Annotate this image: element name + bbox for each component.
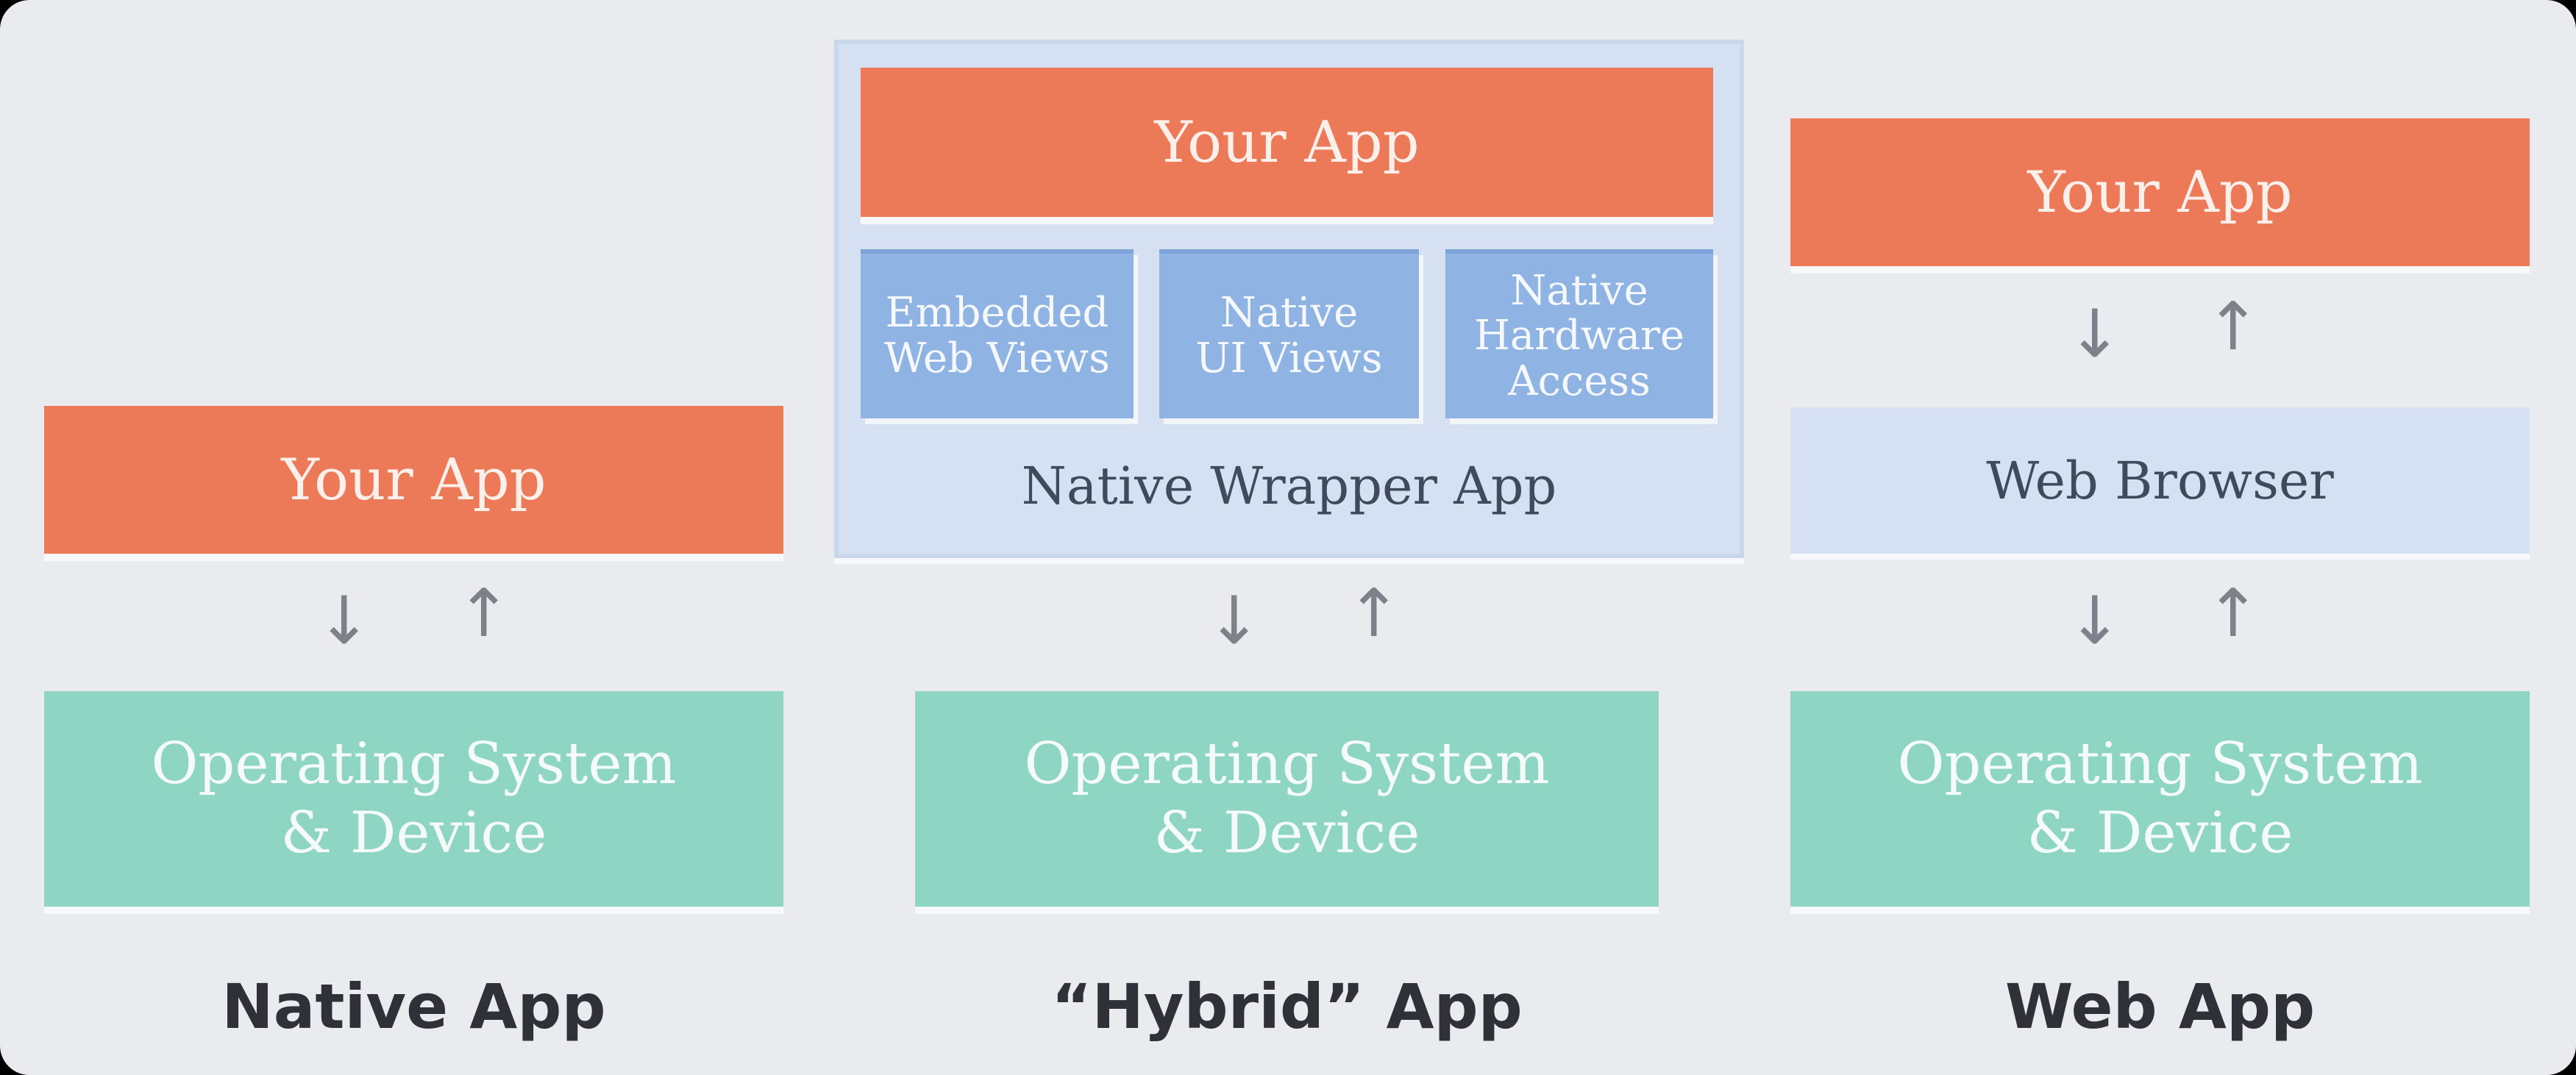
hybrid-os-line1: Operating System [1024,730,1550,797]
native-os-line2: & Device [280,799,547,866]
web-down-arrow-icon: ↓ [2067,296,2123,373]
web-your-app-box: Your App [1790,118,2530,266]
hybrid-os-line2: & Device [1153,799,1420,866]
component-line: Native [1220,289,1359,338]
component-line: Hardware [1473,312,1685,360]
web-app-title: Web App [2004,971,2316,1043]
component-line: Embedded [885,289,1109,338]
native-wrapper-app-label: Native Wrapper App [1021,456,1557,516]
hybrid-os-box: Operating System& Device [915,691,1659,907]
component-line: Web Views [884,335,1110,382]
web-os-line2: & Device [2027,799,2294,866]
web-down-arrow-icon-2: ↓ [2067,582,2123,660]
native-app-title: Native App [221,971,606,1043]
web-os-line1: Operating System [1897,730,2423,797]
component-line: UI Views [1195,335,1383,382]
component-line: Native [1510,266,1648,315]
native-up-arrow-icon: ↑ [456,575,512,652]
native-your-app-label: Your App [281,446,547,513]
native-os-box: Operating System& Device [44,691,783,907]
hybrid-down-arrow-icon: ↓ [1206,582,1262,660]
component-line: Access [1508,357,1651,405]
hybrid-your-app-label: Your App [1154,109,1420,176]
web-your-app-label: Your App [2027,159,2293,226]
web-browser-box: Web Browser [1790,407,2530,554]
web-browser-label: Web Browser [1986,450,2334,511]
native-os-line1: Operating System [151,730,677,797]
hybrid-up-arrow-icon: ↑ [1346,575,1402,652]
hybrid-your-app-box: Your App [861,68,1713,217]
hybrid-app-title: “Hybrid” App [1051,971,1523,1043]
web-up-arrow-icon: ↑ [2205,288,2261,365]
web-up-arrow-icon-2: ↑ [2205,575,2261,652]
native-your-app-box: Your App [44,406,783,554]
web-os-box: Operating System& Device [1790,691,2530,907]
native-down-arrow-icon: ↓ [316,582,372,660]
